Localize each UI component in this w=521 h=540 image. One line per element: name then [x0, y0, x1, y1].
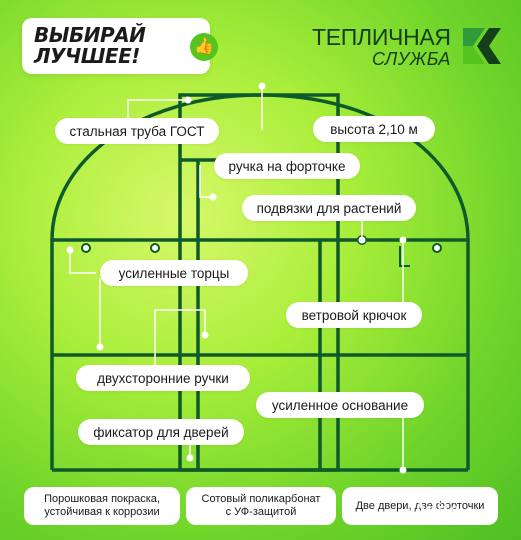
- choose-best-badge: ВЫБИРАЙ ЛУЧШЕЕ! 👍: [22, 18, 218, 74]
- wind-hook-shape: [399, 246, 410, 267]
- callout-reinforced-ends: усиленные торцы: [100, 260, 248, 286]
- badge-line-2: ЛУЧШЕЕ!: [34, 44, 140, 68]
- feature-card-coating: Порошковая покраска, устойчивая к корроз…: [24, 487, 180, 525]
- logo-mark-icon: [463, 28, 501, 64]
- logo-subtitle: СЛУЖБА: [372, 49, 451, 69]
- callout-steel-pipe: стальная труба ГОСТ: [55, 118, 219, 144]
- avito-watermark: Avito: [414, 500, 461, 520]
- feature-card-polycarbonate: Сотовый поликарбонат с УФ-защитой: [186, 487, 336, 525]
- callout-window-handle: ручка на форточке: [214, 153, 360, 179]
- callout-wind-hook: ветровой крючок: [286, 302, 422, 328]
- callout-height: высота 2,10 м: [313, 116, 435, 142]
- logo-title: ТЕПЛИЧНАЯ: [312, 24, 451, 50]
- callout-plant-ties: подвязки для растений: [242, 195, 416, 221]
- thumbs-up-icon: 👍: [190, 33, 218, 61]
- callout-door-lock: фиксатор для дверей: [78, 419, 244, 445]
- feature-card-doors: Две двери, две форточки: [342, 487, 498, 525]
- callout-reinforced-base: усиленное основание: [256, 392, 424, 418]
- badge-line-1: ВЫБИРАЙ: [34, 23, 146, 47]
- brand-logo: ТЕПЛИЧНАЯ СЛУЖБА: [312, 24, 502, 74]
- callout-double-handles: двухсторонние ручки: [76, 365, 250, 391]
